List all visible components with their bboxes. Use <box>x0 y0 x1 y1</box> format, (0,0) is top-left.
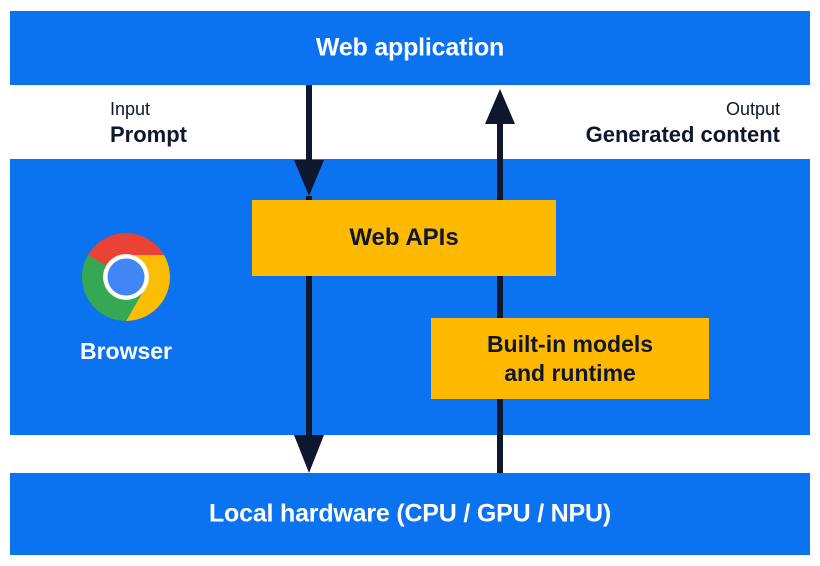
box-web-apis-label: Web APIs <box>349 224 459 252</box>
arrow-input-line-bottom <box>306 196 312 436</box>
band-local-hardware-label: Local hardware (CPU / GPU / NPU) <box>208 499 611 528</box>
band-local-hardware: Local hardware (CPU / GPU / NPU) <box>10 473 810 555</box>
annotation-input-value: Prompt <box>110 121 187 147</box>
arrow-output-line <box>497 120 503 473</box>
box-web-apis: Web APIs <box>252 200 556 276</box>
band-browser-label: Browser <box>79 338 173 364</box>
annotation-output: Output Generated content <box>586 98 780 148</box>
band-web-application: Web application <box>10 11 810 85</box>
annotation-output-kicker: Output <box>725 99 780 119</box>
band-web-application-label: Web application <box>315 33 505 62</box>
box-builtin-models-text: Built-in models and runtime <box>487 330 653 386</box>
annotation-output-value: Generated content <box>585 121 780 147</box>
browser-group: Browser <box>78 233 174 365</box>
chrome-icon <box>82 233 170 321</box>
box-builtin-models-line1: Built-in models <box>486 331 654 358</box>
arrow-input-line-top <box>306 85 312 163</box>
arrow-output-head <box>485 89 515 124</box>
box-builtin-models-line2: and runtime <box>504 359 636 386</box>
annotation-input: Input Prompt <box>110 98 187 148</box>
annotation-input-kicker: Input <box>110 99 151 119</box>
box-builtin-models: Built-in models and runtime <box>431 318 709 399</box>
arrow-input-head-bottom <box>294 435 324 473</box>
arrow-input-head-top <box>294 160 324 196</box>
